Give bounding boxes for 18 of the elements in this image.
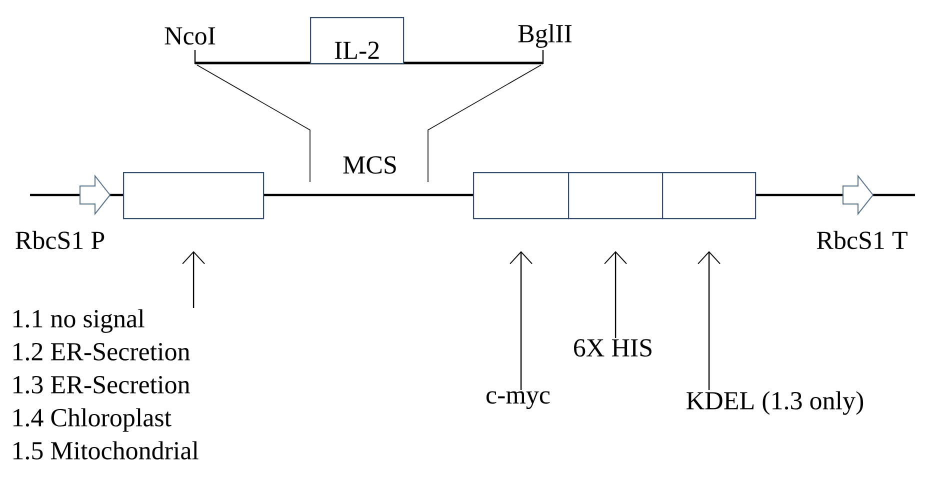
- tag-label: c-myc: [486, 391, 550, 410]
- arrow: [510, 251, 533, 390]
- coding-box: [473, 172, 570, 220]
- coding-box: [568, 172, 664, 220]
- restriction-site-label: NcoI: [164, 27, 216, 45]
- signal-list: 1.1 no signal 1.2 ER-Secretion 1.3 ER-Secretion 1.4 Chloroplast 1.5 Mitochondrial: [14, 309, 198, 460]
- region-label: MCS: [343, 156, 396, 174]
- restriction-site-label: BglII: [518, 24, 572, 48]
- node-label: RbcS1 T: [816, 230, 908, 250]
- arrow: [604, 251, 628, 338]
- arrow: [698, 251, 721, 390]
- tag-label: KDEL (1.3 only): [686, 391, 864, 415]
- insert-box: IL-2: [310, 17, 404, 64]
- arrow: [182, 251, 206, 308]
- coding-box: [662, 172, 756, 220]
- coding-box: [123, 172, 264, 220]
- tag-label: 6X HIS: [574, 339, 652, 357]
- node-label: RbcS1 P: [16, 230, 104, 250]
